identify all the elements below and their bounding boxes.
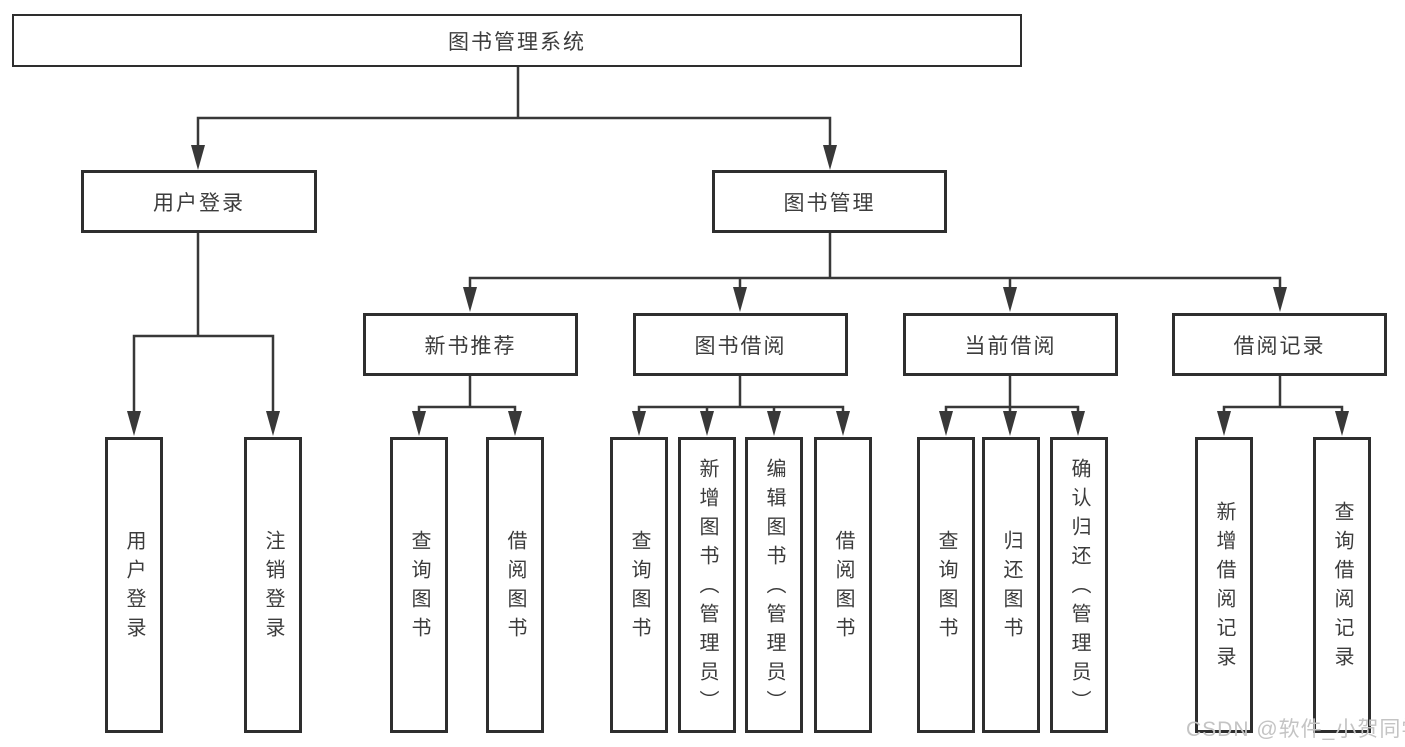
leaf-user-login: 用户登录 [105,437,163,733]
arrowheads-book-borrow [632,411,850,436]
leaf-query-books-current: 查询图书 [917,437,975,733]
leaf-confirm-return-admin: 确认归还（管理员） [1050,437,1108,733]
leaf-add-borrow-record: 新增借阅记录 [1195,437,1253,733]
arrowheads-user-login [127,411,280,436]
edges-borrow-records [1222,374,1344,415]
node-current-borrow: 当前借阅 [903,313,1118,376]
leaf-query-books-recommend: 查询图书 [390,437,448,733]
edges-book-management [468,231,1282,291]
arrowheads-new-book-recommend [412,411,522,436]
edges-user-login [132,231,275,415]
arrowheads-current-borrow [939,411,1085,436]
node-borrow-records: 借阅记录 [1172,313,1387,376]
leaf-borrow-books-recommend: 借阅图书 [486,437,544,733]
csdn-watermark: CSDN @软件_小贺同学 [1186,718,1405,741]
edges-current-borrow [944,374,1080,415]
edges-new-book-recommend [417,374,517,415]
edges-root [196,65,832,149]
arrowheads-root [191,145,837,170]
edges-book-borrow [637,374,845,415]
node-book-borrow: 图书借阅 [633,313,848,376]
node-book-management: 图书管理 [712,170,947,233]
node-library-management-system: 图书管理系统 [12,14,1022,67]
node-new-book-recommend: 新书推荐 [363,313,578,376]
leaf-return-books: 归还图书 [982,437,1040,733]
arrowheads-borrow-records [1217,411,1349,436]
leaf-query-books-borrow: 查询图书 [610,437,668,733]
arrowheads-book-management [463,287,1287,312]
leaf-query-borrow-record: 查询借阅记录 [1313,437,1371,733]
leaf-borrow-books: 借阅图书 [814,437,872,733]
node-user-login: 用户登录 [81,170,317,233]
leaf-edit-books-admin: 编辑图书（管理员） [745,437,803,733]
leaf-logout: 注销登录 [244,437,302,733]
leaf-add-books-admin: 新增图书（管理员） [678,437,736,733]
